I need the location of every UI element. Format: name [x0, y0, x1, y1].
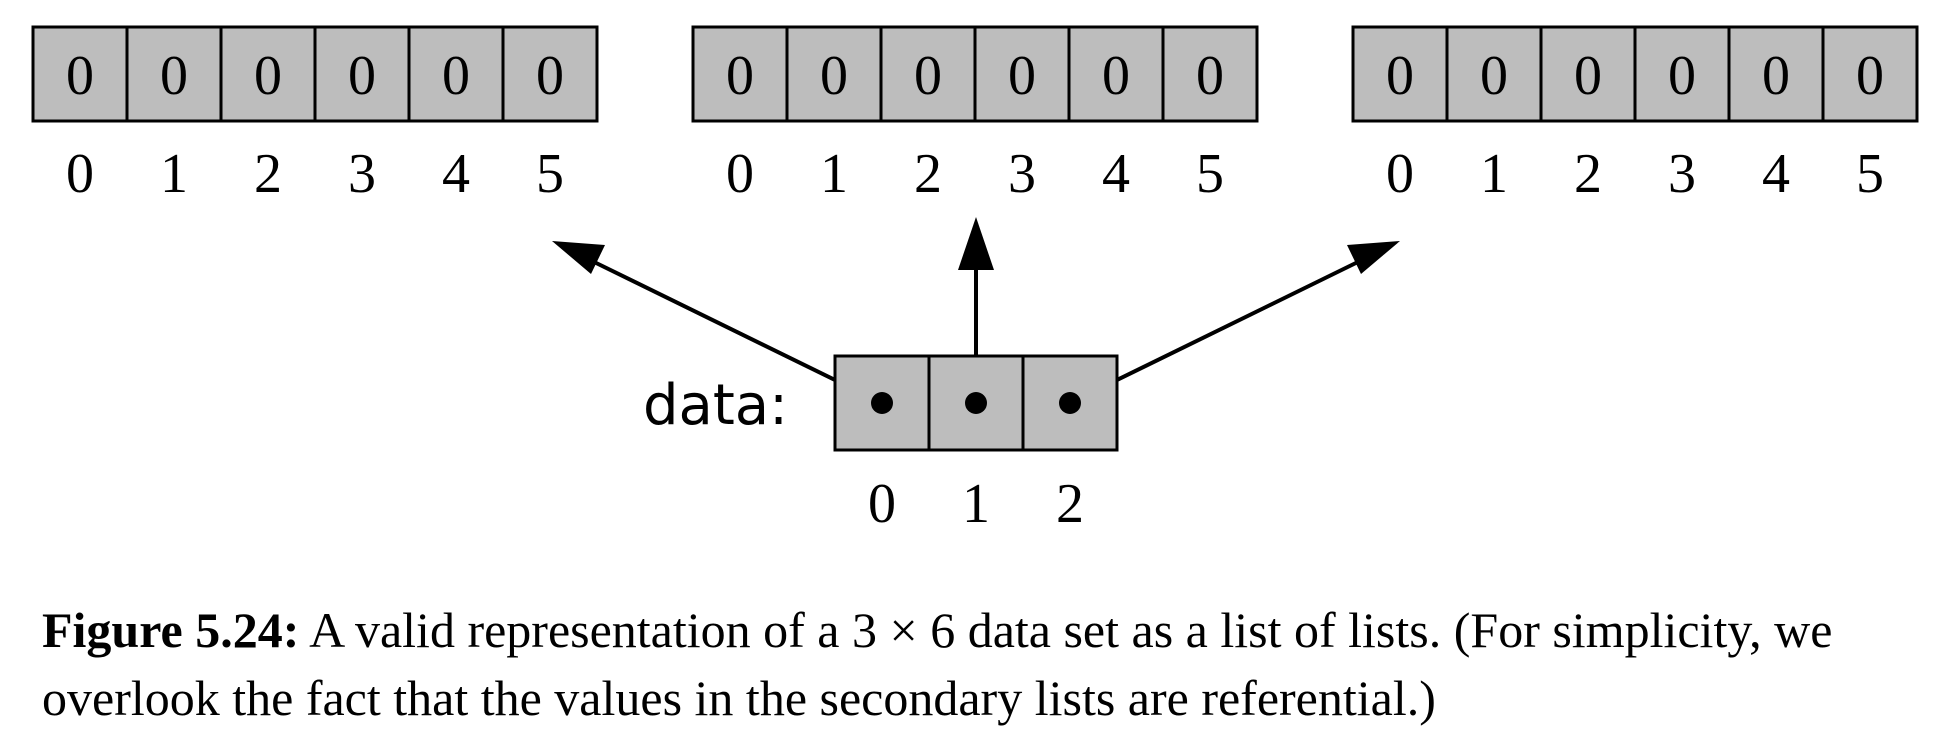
- arrowhead-0: [552, 241, 605, 274]
- list-0-index-4: 4: [442, 143, 470, 205]
- list-0-value-0: 0: [66, 45, 94, 107]
- list-2-index-3: 3: [1668, 143, 1696, 205]
- list-2-cell-3: [1633, 25, 1731, 123]
- primary-list: data: 0 1 2: [643, 354, 1119, 535]
- list-1-index-0: 0: [726, 143, 754, 205]
- list-0-value-2: 0: [254, 45, 282, 107]
- list-1-index-5: 5: [1196, 143, 1224, 205]
- list-2-value-0: 0: [1386, 45, 1414, 107]
- list-1-value-2: 0: [914, 45, 942, 107]
- list-1-index-1: 1: [820, 143, 848, 205]
- list-1-cell-5: [1161, 25, 1259, 123]
- list-1-index-3: 3: [1008, 143, 1036, 205]
- list-2-value-3: 0: [1668, 45, 1696, 107]
- list-1-index-2: 2: [914, 143, 942, 205]
- secondary-list-1: 0 0 0 0 0 0 0 1 2 3 4 5: [691, 25, 1259, 205]
- primary-index-2: 2: [1056, 473, 1084, 535]
- list-2-cell-5: [1821, 25, 1919, 123]
- list-2-index-5: 5: [1856, 143, 1884, 205]
- secondary-list-2: 0 0 0 0 0 0 0 1 2 3 4 5: [1351, 25, 1919, 205]
- list-of-lists-diagram: 0 0 0 0 0 0 0 1 2 3 4 5 0 0 0 0 0 0 0 1 …: [31, 25, 1919, 535]
- primary-index-0: 0: [868, 473, 896, 535]
- list-0-value-5: 0: [536, 45, 564, 107]
- list-0-index-5: 5: [536, 143, 564, 205]
- list-0-cell-1: [125, 25, 223, 123]
- list-2-index-1: 1: [1480, 143, 1508, 205]
- list-2-value-4: 0: [1762, 45, 1790, 107]
- list-2-cell-0: [1351, 25, 1449, 123]
- primary-index-1: 1: [962, 473, 990, 535]
- list-2-value-2: 0: [1574, 45, 1602, 107]
- pointer-arrow-0: [587, 257, 883, 405]
- arrowhead-1: [958, 217, 994, 270]
- list-0-cell-4: [407, 25, 505, 123]
- list-1-cell-0: [691, 25, 789, 123]
- primary-list-label: data:: [643, 373, 788, 438]
- list-1-value-4: 0: [1102, 45, 1130, 107]
- list-0-index-3: 3: [348, 143, 376, 205]
- list-0-index-0: 0: [66, 143, 94, 205]
- list-1-cell-2: [879, 25, 977, 123]
- list-1-cell-3: [973, 25, 1071, 123]
- secondary-list-0: 0 0 0 0 0 0 0 1 2 3 4 5: [31, 25, 599, 205]
- list-0-index-1: 1: [160, 143, 188, 205]
- list-1-value-5: 0: [1196, 45, 1224, 107]
- list-0-value-4: 0: [442, 45, 470, 107]
- list-0-cell-2: [219, 25, 317, 123]
- list-0-cell-5: [501, 25, 599, 123]
- list-1-value-3: 0: [1008, 45, 1036, 107]
- list-2-value-5: 0: [1856, 45, 1884, 107]
- pointer-arrow-2: [1069, 257, 1365, 405]
- list-2-cell-4: [1727, 25, 1825, 123]
- list-2-index-2: 2: [1574, 143, 1602, 205]
- list-1-cell-1: [785, 25, 883, 123]
- list-2-index-4: 4: [1762, 143, 1790, 205]
- pointer-arrows: [552, 217, 1400, 405]
- pointer-dot-2: [1059, 392, 1081, 414]
- figure-caption-text: A valid representation of a 3 × 6 data s…: [42, 602, 1833, 726]
- list-1-value-1: 0: [820, 45, 848, 107]
- list-0-index-2: 2: [254, 143, 282, 205]
- list-2-index-0: 0: [1386, 143, 1414, 205]
- list-2-value-1: 0: [1480, 45, 1508, 107]
- figure-caption: Figure 5.24: A valid representation of a…: [42, 596, 1922, 732]
- list-0-cell-0: [31, 25, 129, 123]
- list-0-value-1: 0: [160, 45, 188, 107]
- list-1-index-4: 4: [1102, 143, 1130, 205]
- list-2-cell-1: [1445, 25, 1543, 123]
- figure-caption-label: Figure 5.24:: [42, 602, 300, 658]
- pointer-dot-0: [871, 392, 893, 414]
- pointer-dot-1: [965, 392, 987, 414]
- arrowhead-2: [1347, 241, 1400, 274]
- list-0-value-3: 0: [348, 45, 376, 107]
- list-1-value-0: 0: [726, 45, 754, 107]
